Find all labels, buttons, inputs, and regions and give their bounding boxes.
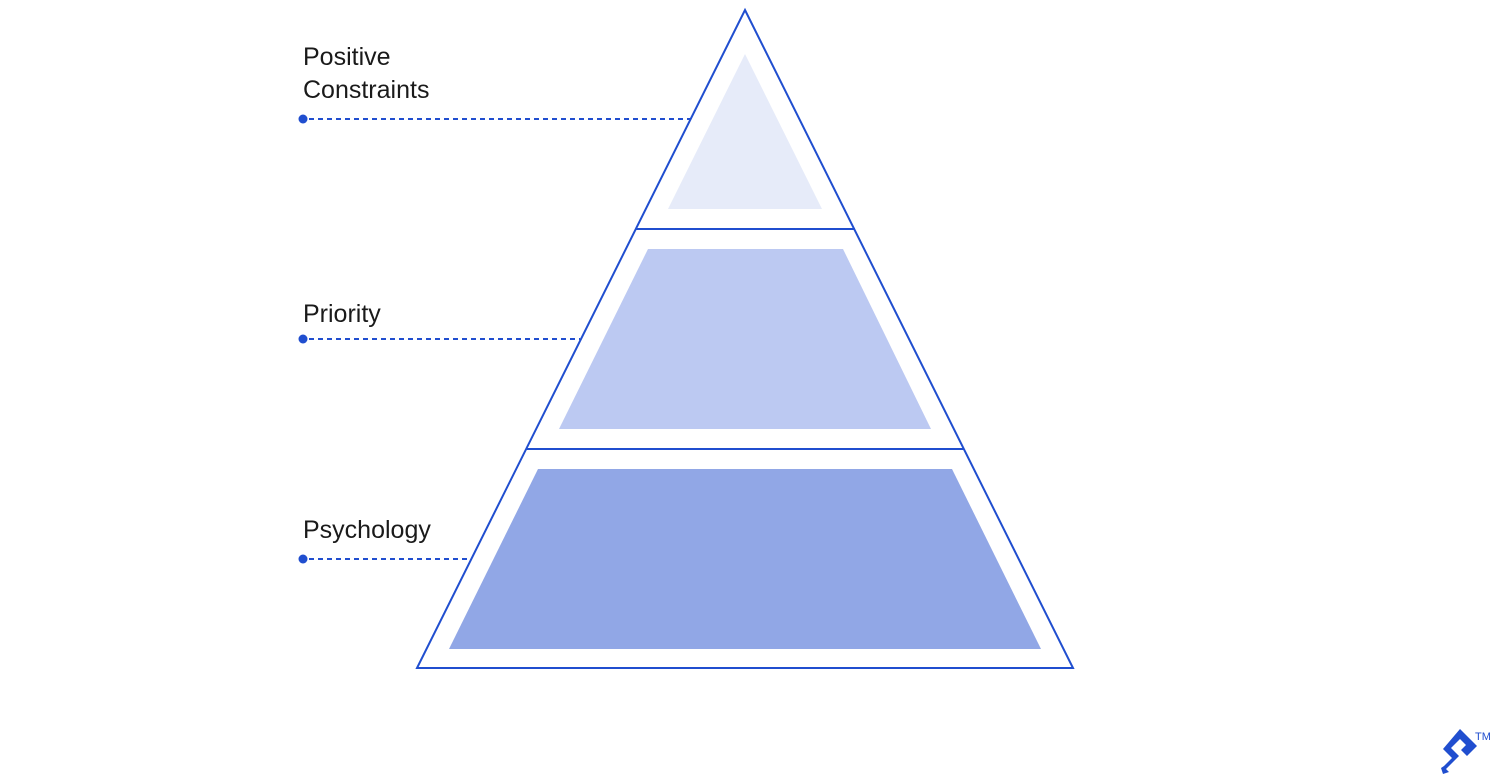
- tier-label-line: Positive: [303, 43, 391, 71]
- trademark-symbol: TM: [1475, 731, 1490, 743]
- toptal-logo-icon: TM: [1441, 729, 1490, 774]
- tier-label-line: Priority: [303, 300, 381, 328]
- pyramid-outline: [415, 7, 1075, 669]
- tier-label-line: Constraints: [303, 76, 429, 104]
- tier-bottom-fill: [449, 469, 1041, 649]
- tier-middle-fill: [559, 249, 931, 429]
- tier-label-line: Psychology: [303, 516, 431, 544]
- logo-mark: [1441, 729, 1477, 774]
- tier-label-priority: Priority: [298, 300, 580, 344]
- tier-top-fill: [668, 54, 822, 209]
- leader-dot: [298, 114, 308, 124]
- tier-label-psychology: Psychology: [298, 516, 471, 564]
- leader-dot: [298, 334, 308, 344]
- tier-label-positive-constraints: Positive Constraints: [298, 43, 690, 124]
- leader-dot: [298, 554, 308, 564]
